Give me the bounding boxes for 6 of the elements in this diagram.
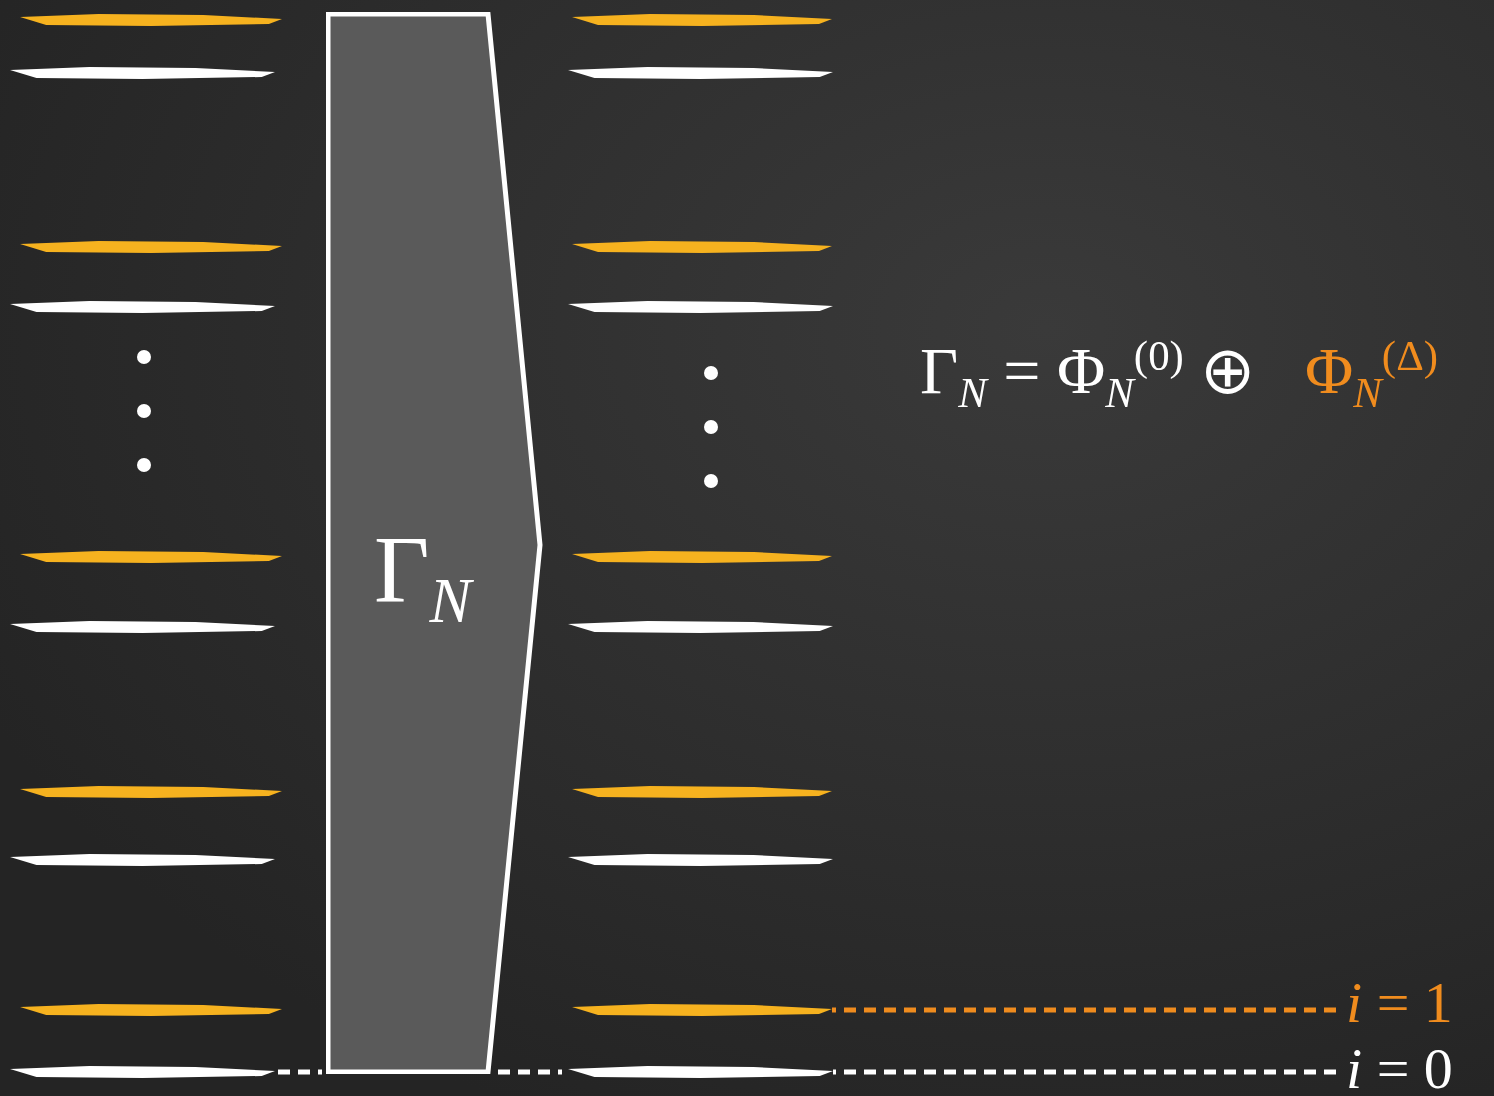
math-label: Γ$_{N}$: [374, 522, 472, 633]
leader-line: [833, 1069, 1336, 1075]
math-formula: Γ$_{N}$ = Φ$_{N}$$^{(0)}$ ⊕: [920, 335, 1256, 416]
leader-line: [832, 1007, 1336, 1013]
math-label: i = 0: [1346, 1040, 1453, 1096]
math-label: i = 1: [1346, 974, 1453, 1032]
